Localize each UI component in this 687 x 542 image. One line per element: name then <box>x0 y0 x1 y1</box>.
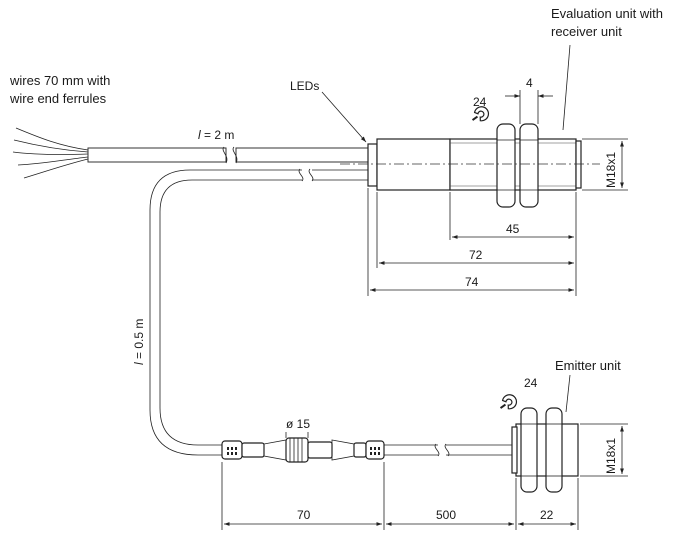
evaluation-unit-leader <box>562 44 571 131</box>
thread-length-dimension: 45 <box>506 222 520 236</box>
emitter-length-dimension: 22 <box>540 508 554 522</box>
receiver-dimensions <box>367 90 628 296</box>
leds-leader <box>321 91 367 143</box>
wires-label-line2: wire end ferrules <box>9 91 107 106</box>
emitter-unit-label: Emitter unit <box>555 358 621 373</box>
connector-diameter-dimension: ø 15 <box>286 417 310 431</box>
connector-left <box>221 439 287 461</box>
receiver-housing <box>367 123 582 208</box>
wrench-size-emitter: 24 <box>524 376 538 390</box>
wrench-size-receiver: 24 <box>473 95 487 109</box>
evaluation-unit-label-line1: Evaluation unit with <box>551 6 663 21</box>
wires-label-line1: wires 70 mm with <box>9 73 110 88</box>
connector-right <box>331 439 385 461</box>
main-cable <box>87 146 369 164</box>
thread-emitter-dimension: M18x1 <box>604 438 618 474</box>
evaluation-unit-label-line2: receiver unit <box>551 24 622 39</box>
wrench-icon <box>471 106 489 122</box>
emitter-cable <box>149 168 516 457</box>
wrench-icon <box>499 394 517 410</box>
nut-width-dimension: 4 <box>526 76 533 90</box>
cable-500-dimension: 500 <box>436 508 456 522</box>
connector-coupling <box>285 437 333 463</box>
length-74-dimension: 74 <box>465 275 479 289</box>
connector-length-dimension: 70 <box>297 508 311 522</box>
loose-wires <box>12 127 89 179</box>
main-cable-length-label: l = 2 m <box>198 128 234 142</box>
emitter-housing <box>511 407 579 493</box>
length-72-dimension: 72 <box>469 248 483 262</box>
emitter-unit-leader <box>565 374 571 413</box>
thread-receiver-dimension: M18x1 <box>604 152 618 188</box>
leds-label: LEDs <box>290 79 319 93</box>
emitter-dimensions <box>221 423 628 530</box>
emitter-cable-length-label: l = 0.5 m <box>132 319 146 365</box>
